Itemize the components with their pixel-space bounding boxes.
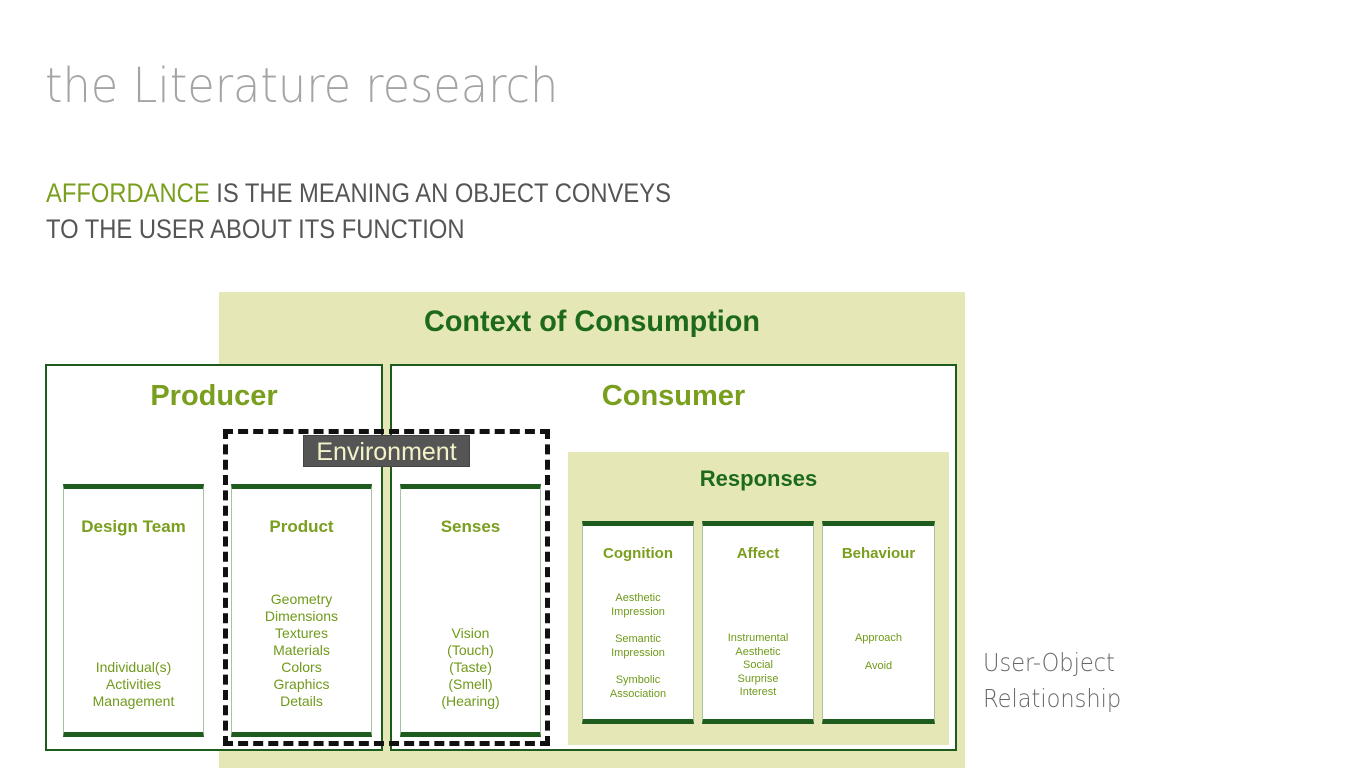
list-item: Aesthetic — [735, 645, 781, 658]
behaviour-title: Behaviour — [841, 545, 916, 562]
cognition-title: Cognition — [603, 545, 673, 562]
list-item: Aesthetic — [615, 592, 661, 604]
environment-label: Environment — [303, 435, 470, 467]
list-item: (Hearing) — [441, 693, 500, 709]
list-item: Association — [609, 687, 667, 700]
list-item: Dimensions — [264, 608, 339, 624]
senses-title: Senses — [440, 517, 501, 536]
list-item: Individual(s) — [95, 659, 172, 675]
affordance-keyword: AFFORDANCE — [46, 178, 210, 208]
list-item: Activities — [105, 676, 162, 692]
list-item: Interest — [739, 686, 777, 698]
list-item: Management — [92, 693, 175, 709]
list-item: Impression — [611, 646, 665, 659]
design-team-column: Design Team Individual(s) Activities Man… — [63, 484, 204, 737]
relationship-line-2: Relationship — [983, 684, 1122, 713]
list-item: Surprise — [737, 672, 779, 685]
list-item: Impression — [611, 605, 665, 618]
cognition-items: Aesthetic Impression Semantic Impression… — [583, 592, 693, 701]
list-item: Details — [280, 693, 323, 709]
list-item: Graphics — [273, 676, 330, 692]
list-item: Social — [743, 659, 773, 671]
spacer — [583, 660, 693, 674]
list-item: Materials — [273, 642, 330, 658]
product-column: Product Geometry Dimensions Textures Mat… — [231, 484, 372, 737]
affect-items: Instrumental Aesthetic Social Surprise I… — [703, 632, 813, 700]
relationship-line-1: User-Object — [983, 648, 1115, 677]
subtitle-line-1-rest: IS THE MEANING AN OBJECT CONVEYS — [209, 178, 671, 208]
environment-boundary — [223, 429, 550, 746]
list-item: (Touch) — [447, 642, 494, 658]
affect-column: Affect Instrumental Aesthetic Social Sur… — [702, 521, 814, 724]
list-item: Approach — [854, 632, 903, 644]
list-item: Instrumental — [727, 632, 789, 644]
product-title: Product — [269, 517, 334, 536]
subtitle-line-1: AFFORDANCE IS THE MEANING AN OBJECT CONV… — [46, 178, 671, 209]
producer-title: Producer — [150, 380, 278, 412]
spacer — [583, 619, 693, 633]
list-item: Textures — [275, 625, 328, 641]
page-title: the Literature research — [45, 58, 559, 114]
responses-title: Responses — [699, 466, 818, 491]
list-item: Avoid — [864, 659, 893, 672]
behaviour-column: Behaviour Approach Avoid — [822, 521, 935, 724]
user-object-relationship-label: User-Object Relationship — [983, 645, 1121, 717]
senses-column: Senses Vision (Touch) (Taste) (Smell) (H… — [400, 484, 541, 737]
behaviour-items: Approach Avoid — [823, 632, 934, 673]
context-of-consumption-title: Context of Consumption — [424, 305, 760, 338]
consumer-title: Consumer — [601, 380, 746, 412]
spacer — [823, 646, 934, 660]
senses-items: Vision (Touch) (Taste) (Smell) (Hearing) — [401, 625, 540, 710]
list-item: Symbolic — [615, 674, 661, 686]
list-item: Geometry — [270, 591, 333, 607]
cognition-column: Cognition Aesthetic Impression Semantic … — [582, 521, 694, 724]
list-item: (Smell) — [448, 676, 493, 692]
list-item: Vision — [451, 625, 490, 641]
list-item: Semantic — [615, 633, 661, 645]
design-team-items: Individual(s) Activities Management — [64, 659, 203, 710]
product-items: Geometry Dimensions Textures Materials C… — [232, 591, 371, 710]
design-team-title: Design Team — [81, 517, 186, 536]
list-item: (Taste) — [449, 659, 492, 675]
subtitle-line-2: TO THE USER ABOUT ITS FUNCTION — [46, 214, 465, 244]
list-item: Colors — [281, 659, 322, 675]
affect-title: Affect — [736, 545, 780, 562]
